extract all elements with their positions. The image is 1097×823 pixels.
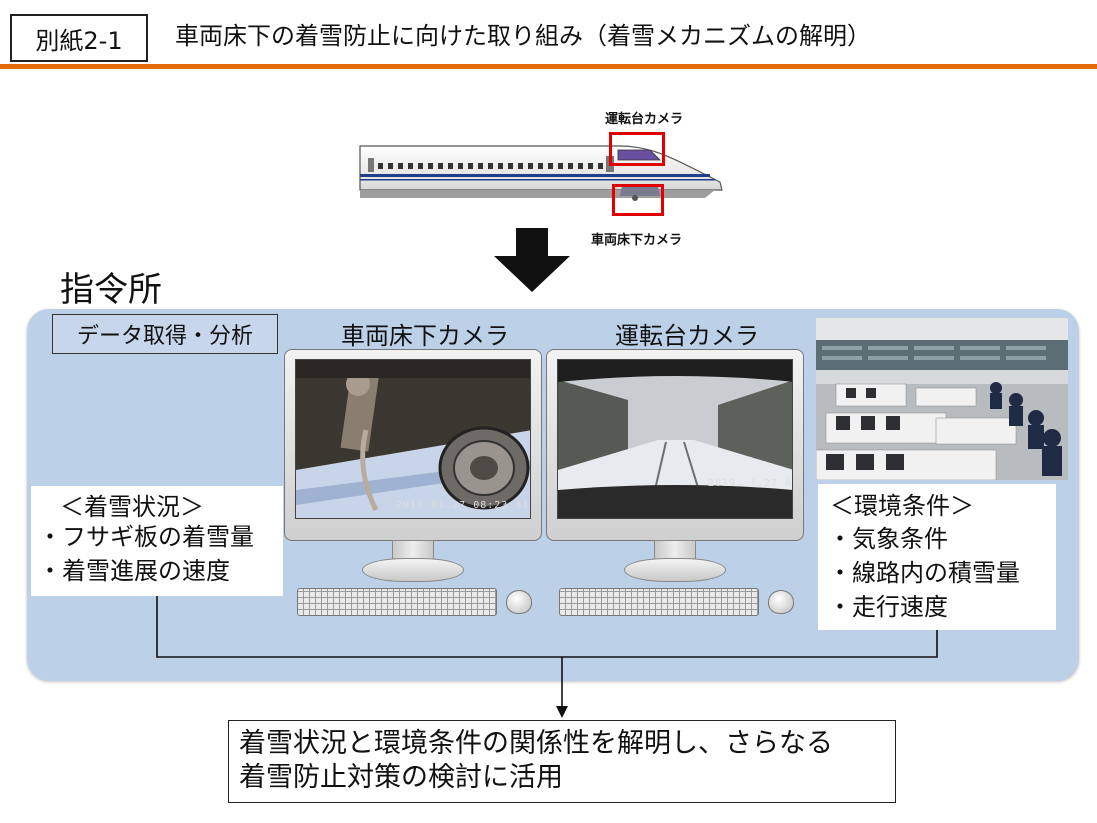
snow-status-box <box>31 486 283 596</box>
environment-heading: ＜環境条件＞ <box>830 492 974 520</box>
monitor-2-title: 運転台カメラ <box>615 322 759 350</box>
section-heading: 指令所 <box>60 270 162 310</box>
environment-item: ・線路内の積雪量 <box>828 559 1020 587</box>
snow-status-item: ・フサギ板の着雪量 <box>38 523 254 551</box>
keyboard-2 <box>559 588 759 616</box>
page-title: 車両床下の着雪防止に向けた取り組み（着雪メカニズムの解明） <box>175 22 871 50</box>
mouse-2 <box>768 590 794 614</box>
snow-status-item: ・着雪進展の速度 <box>38 557 230 585</box>
underfloor-timestamp: 2019.01.27 08:23:41 <box>396 500 530 511</box>
monitor-1-title: 車両床下カメラ <box>341 322 509 350</box>
control-room-photo <box>816 318 1068 480</box>
keyboard-1 <box>297 588 497 616</box>
monitor-2-base <box>624 558 726 582</box>
panel-label: データ取得・分析 <box>52 314 278 354</box>
title-divider <box>0 64 1097 69</box>
shinkansen-train-illustration <box>359 145 723 201</box>
mouse-1 <box>506 590 532 614</box>
conclusion-line-1: 着雪状況と環境条件の関係性を解明し、さらなる <box>239 728 833 759</box>
cab-camera-label: 運転台カメラ <box>605 112 684 127</box>
cab-camera-image <box>558 360 792 518</box>
environment-item: ・気象条件 <box>828 525 948 553</box>
environment-box <box>818 484 1056 630</box>
cab-camera-marker <box>609 132 665 166</box>
underfloor-camera-label: 車両床下カメラ <box>591 233 683 248</box>
conclusion-box: 着雪状況と環境条件の関係性を解明し、さらなる 着雪防止対策の検討に活用 <box>228 720 896 803</box>
document-label: 別紙2-1 <box>10 14 148 62</box>
snow-status-heading: ＜着雪状況＞ <box>60 493 204 521</box>
cab-timestamp: 2019. 1.27 AM <box>708 478 793 489</box>
underfloor-camera-marker <box>612 184 664 216</box>
environment-item: ・走行速度 <box>828 593 948 621</box>
down-arrow-icon <box>494 228 570 292</box>
underfloor-camera-image <box>296 360 530 518</box>
cab-camera-feed: 2019. 1.27 AM <box>557 359 793 519</box>
underfloor-camera-feed: 2019.01.27 08:23:41 <box>295 359 531 519</box>
monitor-1-base <box>362 558 464 582</box>
conclusion-line-2: 着雪防止対策の検討に活用 <box>239 762 563 793</box>
